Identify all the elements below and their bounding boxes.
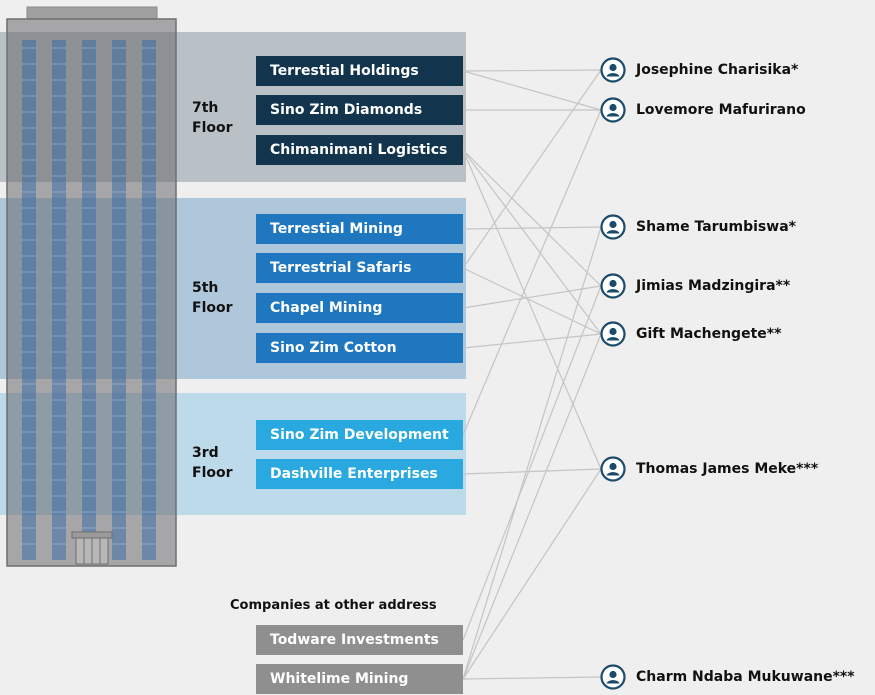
company-name: Sino Zim Cotton — [270, 340, 397, 356]
other-address-title: Companies at other address — [230, 598, 437, 613]
link-line — [462, 69, 602, 72]
person-name: Thomas James Meke*** — [636, 461, 819, 477]
person-icon — [600, 214, 626, 240]
company-box: Sino Zim Diamonds — [256, 95, 463, 125]
person-icon — [600, 456, 626, 482]
link-line — [462, 285, 602, 309]
company-name: Terrestial Mining — [270, 221, 403, 237]
company-box: Chapel Mining — [256, 293, 463, 323]
link-line — [462, 676, 602, 680]
company-box: Todware Investments — [256, 625, 463, 655]
person-node: Shame Tarumbiswa* — [600, 213, 796, 241]
company-name: Dashville Enterprises — [270, 466, 438, 482]
link-line — [462, 267, 602, 335]
link-line — [462, 226, 602, 230]
person-name: Lovemore Mafurirano — [636, 102, 806, 118]
floor-label-3: 3rd Floor — [192, 445, 233, 481]
company-box: Terrestrial Safaris — [256, 253, 463, 283]
company-name: Chimanimani Logistics — [270, 142, 448, 158]
person-node: Jimias Madzingira** — [600, 272, 790, 300]
person-name: Josephine Charisika* — [636, 62, 799, 78]
person-node: Charm Ndaba Mukuwane*** — [600, 663, 855, 691]
floor-label-7: 7th Floor — [192, 100, 233, 136]
company-name: Sino Zim Diamonds — [270, 102, 423, 118]
person-name: Shame Tarumbiswa* — [636, 219, 796, 235]
link-line — [462, 468, 602, 680]
link-line — [462, 226, 602, 680]
person-name: Gift Machengete** — [636, 326, 782, 342]
link-line — [462, 333, 602, 349]
company-box: Terrestial Holdings — [256, 56, 463, 86]
building-illustration — [6, 6, 177, 567]
link-line — [462, 149, 602, 287]
link-line — [462, 69, 602, 269]
company-name: Sino Zim Development — [270, 427, 449, 443]
person-node: Josephine Charisika* — [600, 56, 798, 84]
company-name: Chapel Mining — [270, 300, 383, 316]
floor-label-5: 5th Floor — [192, 280, 233, 316]
person-name: Charm Ndaba Mukuwane*** — [636, 669, 855, 685]
company-box: Sino Zim Development — [256, 420, 463, 450]
link-line — [462, 285, 602, 641]
person-icon — [600, 664, 626, 690]
company-name: Todware Investments — [270, 632, 439, 648]
link-line — [462, 109, 602, 436]
company-box: Whitelime Mining — [256, 664, 463, 694]
link-line — [462, 333, 602, 680]
person-node: Lovemore Mafurirano — [600, 96, 806, 124]
person-icon — [600, 273, 626, 299]
company-box: Sino Zim Cotton — [256, 333, 463, 363]
person-icon — [600, 97, 626, 123]
person-node: Thomas James Meke*** — [600, 455, 818, 483]
company-box: Dashville Enterprises — [256, 459, 463, 489]
person-name: Jimias Madzingira** — [636, 278, 791, 294]
person-icon — [600, 57, 626, 83]
link-line — [462, 468, 602, 475]
company-name: Terrestrial Safaris — [270, 260, 412, 276]
entrance-icon — [71, 531, 113, 565]
company-box: Terrestial Mining — [256, 214, 463, 244]
link-line — [462, 149, 602, 335]
company-name: Terrestial Holdings — [270, 63, 419, 79]
company-name: Whitelime Mining — [270, 671, 409, 687]
person-icon — [600, 321, 626, 347]
person-node: Gift Machengete** — [600, 320, 781, 348]
company-box: Chimanimani Logistics — [256, 135, 463, 165]
link-line — [462, 149, 602, 470]
link-line — [462, 70, 602, 111]
